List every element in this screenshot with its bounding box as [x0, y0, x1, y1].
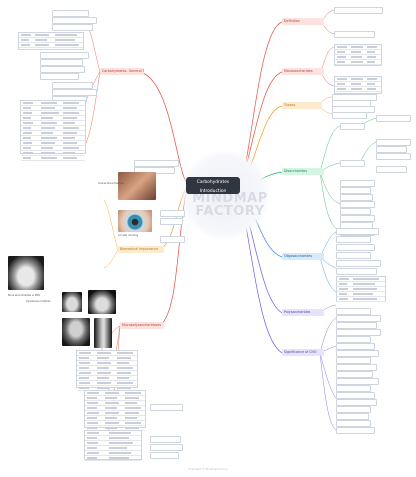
note-sig-7 — [336, 350, 379, 357]
table-monosaccharides-2 — [334, 76, 382, 94]
caption-face: Coarse facial features — [98, 182, 125, 185]
note-disaccharide-11 — [340, 201, 375, 208]
note-sig-5 — [336, 336, 371, 343]
note-oligo-4 — [336, 252, 371, 259]
note-sig-10 — [336, 371, 373, 378]
note-sig-15 — [336, 406, 371, 413]
topic-trioses[interactable]: Trioses — [282, 102, 322, 109]
note-general-7 — [40, 73, 79, 80]
note-mps-1 — [150, 404, 183, 411]
branch-general-terms — [139, 71, 187, 183]
topic-oligosaccharides[interactable]: Oligosaccharides — [282, 253, 324, 260]
topic-monosaccharides[interactable]: Monosaccharides — [282, 68, 324, 75]
patient-face-photo — [118, 172, 156, 200]
caption-xray: Bone abnormalities in MPS — [8, 294, 40, 297]
note-general-3 — [52, 24, 93, 31]
table-general-2 — [20, 100, 86, 161]
brain-watermark — [180, 150, 270, 240]
note-disaccharide-13 — [340, 215, 375, 222]
central-topic[interactable]: Carbohydrates Introduction — [186, 177, 240, 194]
note-sig-17 — [336, 420, 371, 427]
note-mps-4 — [150, 452, 179, 459]
topic-biomedical[interactable]: Biomedical Importance — [118, 246, 164, 253]
note-disaccharide-3 — [340, 160, 365, 167]
note-sig-8 — [336, 357, 371, 364]
note-general-9 — [52, 89, 97, 96]
note-general-2 — [52, 17, 97, 24]
note-sig-18 — [336, 427, 375, 434]
topic-significance[interactable]: Significance of CHO — [282, 349, 324, 356]
note-biomed-3 — [160, 210, 185, 217]
note-general-4 — [40, 52, 89, 59]
note-sig-3 — [336, 322, 377, 329]
caption-eye: Corneal clouding — [118, 234, 139, 237]
note-biomed-1 — [134, 160, 179, 167]
corneal-eye-photo — [118, 210, 152, 232]
note-trioses-4 — [332, 112, 367, 119]
note-oligo-3 — [336, 244, 375, 251]
note-sig-11 — [336, 378, 379, 385]
topic-definition[interactable]: Definition — [282, 18, 324, 25]
table-general — [18, 32, 84, 50]
note-disaccharide-8 — [340, 180, 375, 187]
caption-xray-sub: Dysostosis multiplex — [26, 300, 51, 303]
table-mps-3 — [84, 430, 142, 461]
note-general-5 — [40, 59, 83, 66]
note-disaccharide-6 — [376, 153, 411, 160]
note-sig-12 — [336, 385, 371, 392]
note-oligo-5 — [336, 260, 381, 267]
note-sig-4 — [336, 329, 381, 336]
note-mps-2 — [150, 436, 181, 443]
table-oligo — [336, 276, 386, 302]
note-sig-14 — [336, 399, 377, 406]
note-disaccharide-10 — [340, 194, 373, 201]
note-oligo-6 — [336, 268, 377, 275]
note-sig-13 — [336, 392, 375, 399]
table-mps-2 — [84, 390, 146, 431]
note-biomed-5 — [160, 236, 185, 243]
note-general-8 — [52, 82, 93, 89]
note-sig-2 — [336, 315, 381, 322]
note-general-1 — [52, 10, 89, 17]
note-disaccharide-7 — [376, 166, 407, 173]
xray-hand-3 — [88, 290, 116, 314]
topic-disaccharides[interactable]: Disaccharides — [282, 168, 324, 175]
xray-hands — [8, 256, 44, 290]
xray-hand-2 — [62, 292, 82, 312]
note-sig-1 — [336, 308, 371, 315]
note-disaccharide-2 — [376, 115, 411, 122]
note-oligo-1 — [336, 228, 379, 235]
topic-general-terms[interactable]: Carbohydrates- General Terms — [100, 68, 144, 75]
note-general-6 — [40, 66, 85, 73]
note-disaccharide-4 — [376, 139, 411, 146]
note-definition-2 — [334, 31, 375, 38]
table-mps-1 — [76, 350, 138, 391]
note-sig-9 — [336, 364, 377, 371]
note-disaccharide-9 — [340, 187, 371, 194]
table-monosaccharides — [334, 44, 382, 66]
xray-pelvis — [62, 318, 90, 346]
note-sig-16 — [336, 413, 369, 420]
note-definition-1 — [334, 7, 383, 14]
note-disaccharide-1 — [340, 123, 365, 130]
footer-copyright: Copyright © Mindmap Factory — [188, 468, 228, 471]
topic-polysaccharides[interactable]: Polysaccharides — [282, 309, 324, 316]
note-biomed-4 — [160, 218, 183, 225]
note-sig-6 — [336, 343, 375, 350]
topic-mps[interactable]: Mucopolysaccharidoses — [120, 322, 164, 329]
watermark-text: MINDMAP FACTORY — [192, 191, 268, 219]
note-disaccharide-5 — [376, 146, 407, 153]
note-disaccharide-12 — [340, 208, 371, 215]
xray-spine — [94, 318, 112, 348]
note-oligo-2 — [336, 236, 371, 243]
note-mps-3 — [150, 444, 183, 451]
